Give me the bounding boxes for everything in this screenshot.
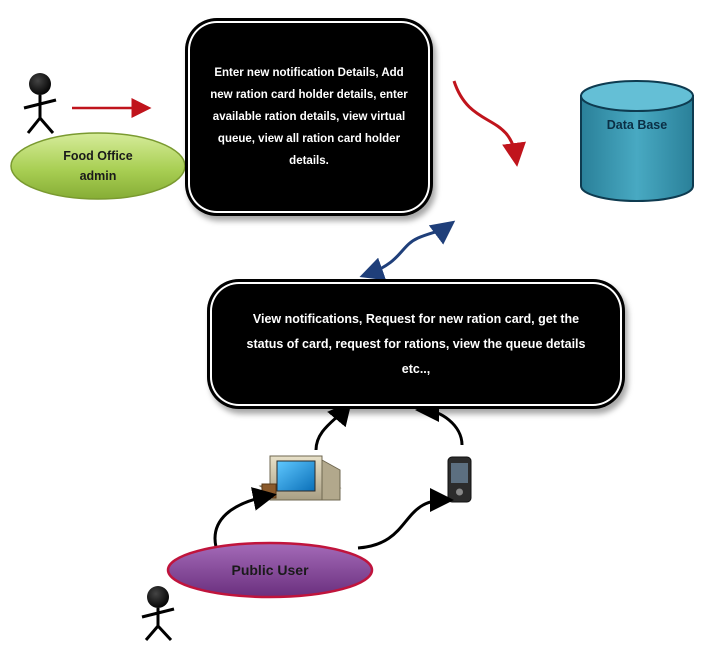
phone-to-public-functions-arrow [415, 398, 464, 446]
admin-actor-ellipse [10, 132, 186, 200]
public-functions-text: View notifications, Request for new rati… [246, 311, 586, 376]
admin-functions-box: Enter new notification Details, Add new … [193, 26, 425, 208]
database-cylinder-icon [580, 80, 694, 202]
computer-icon [258, 455, 342, 501]
admin-stick-figure-icon [23, 73, 57, 134]
computer-to-public-functions-arrow [314, 401, 352, 451]
admin-functions-text: Enter new notification Details, Add new … [210, 67, 408, 167]
user-to-computer-arrow [213, 487, 277, 548]
mobile-phone-icon [447, 456, 472, 503]
bidirectional-arrow [359, 220, 456, 281]
public-user-stick-figure-icon [141, 586, 175, 642]
admin-actor-label: Food Office admin [63, 149, 133, 183]
public-user-ellipse [166, 541, 374, 599]
functions-to-database-arrow [452, 80, 526, 167]
public-functions-box: View notifications, Request for new rati… [215, 287, 617, 401]
public-user-label: Public User [231, 562, 309, 578]
database-label: Data Base [606, 118, 668, 132]
user-to-phone-arrow [357, 488, 454, 550]
